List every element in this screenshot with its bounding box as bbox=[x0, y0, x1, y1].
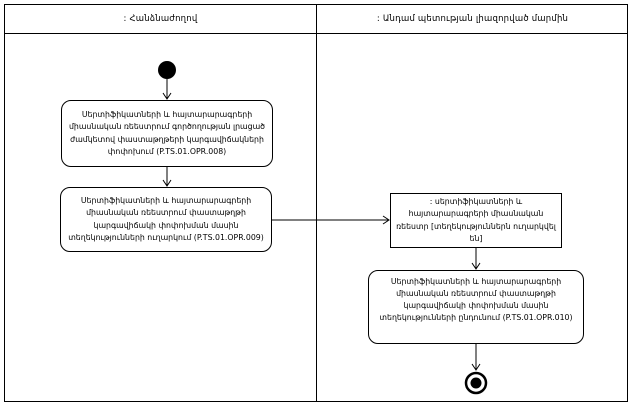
lane-header-separator bbox=[4, 33, 628, 34]
lane-title-member-state-authorized-body: : Անդամ պետության լիազորված մարմին bbox=[376, 13, 569, 24]
lane-divider bbox=[316, 4, 317, 402]
activity-node-opr008: Սերտիֆիկատների և հայտարարագրերի միասնակա… bbox=[61, 100, 273, 167]
lane-title-commission: : Հանձնաժողով bbox=[123, 13, 198, 24]
activity-node-opr010: Սերտիֆիկատների և հայտարարագրերի միասնակա… bbox=[368, 270, 584, 344]
activity-node-opr009: Սերտիֆիկատների և հայտարարագրերի միասնակա… bbox=[60, 187, 272, 252]
object-node-unified-registry: : սերտիֆիկատների և հայտարարագրերի միասնա… bbox=[390, 193, 562, 248]
